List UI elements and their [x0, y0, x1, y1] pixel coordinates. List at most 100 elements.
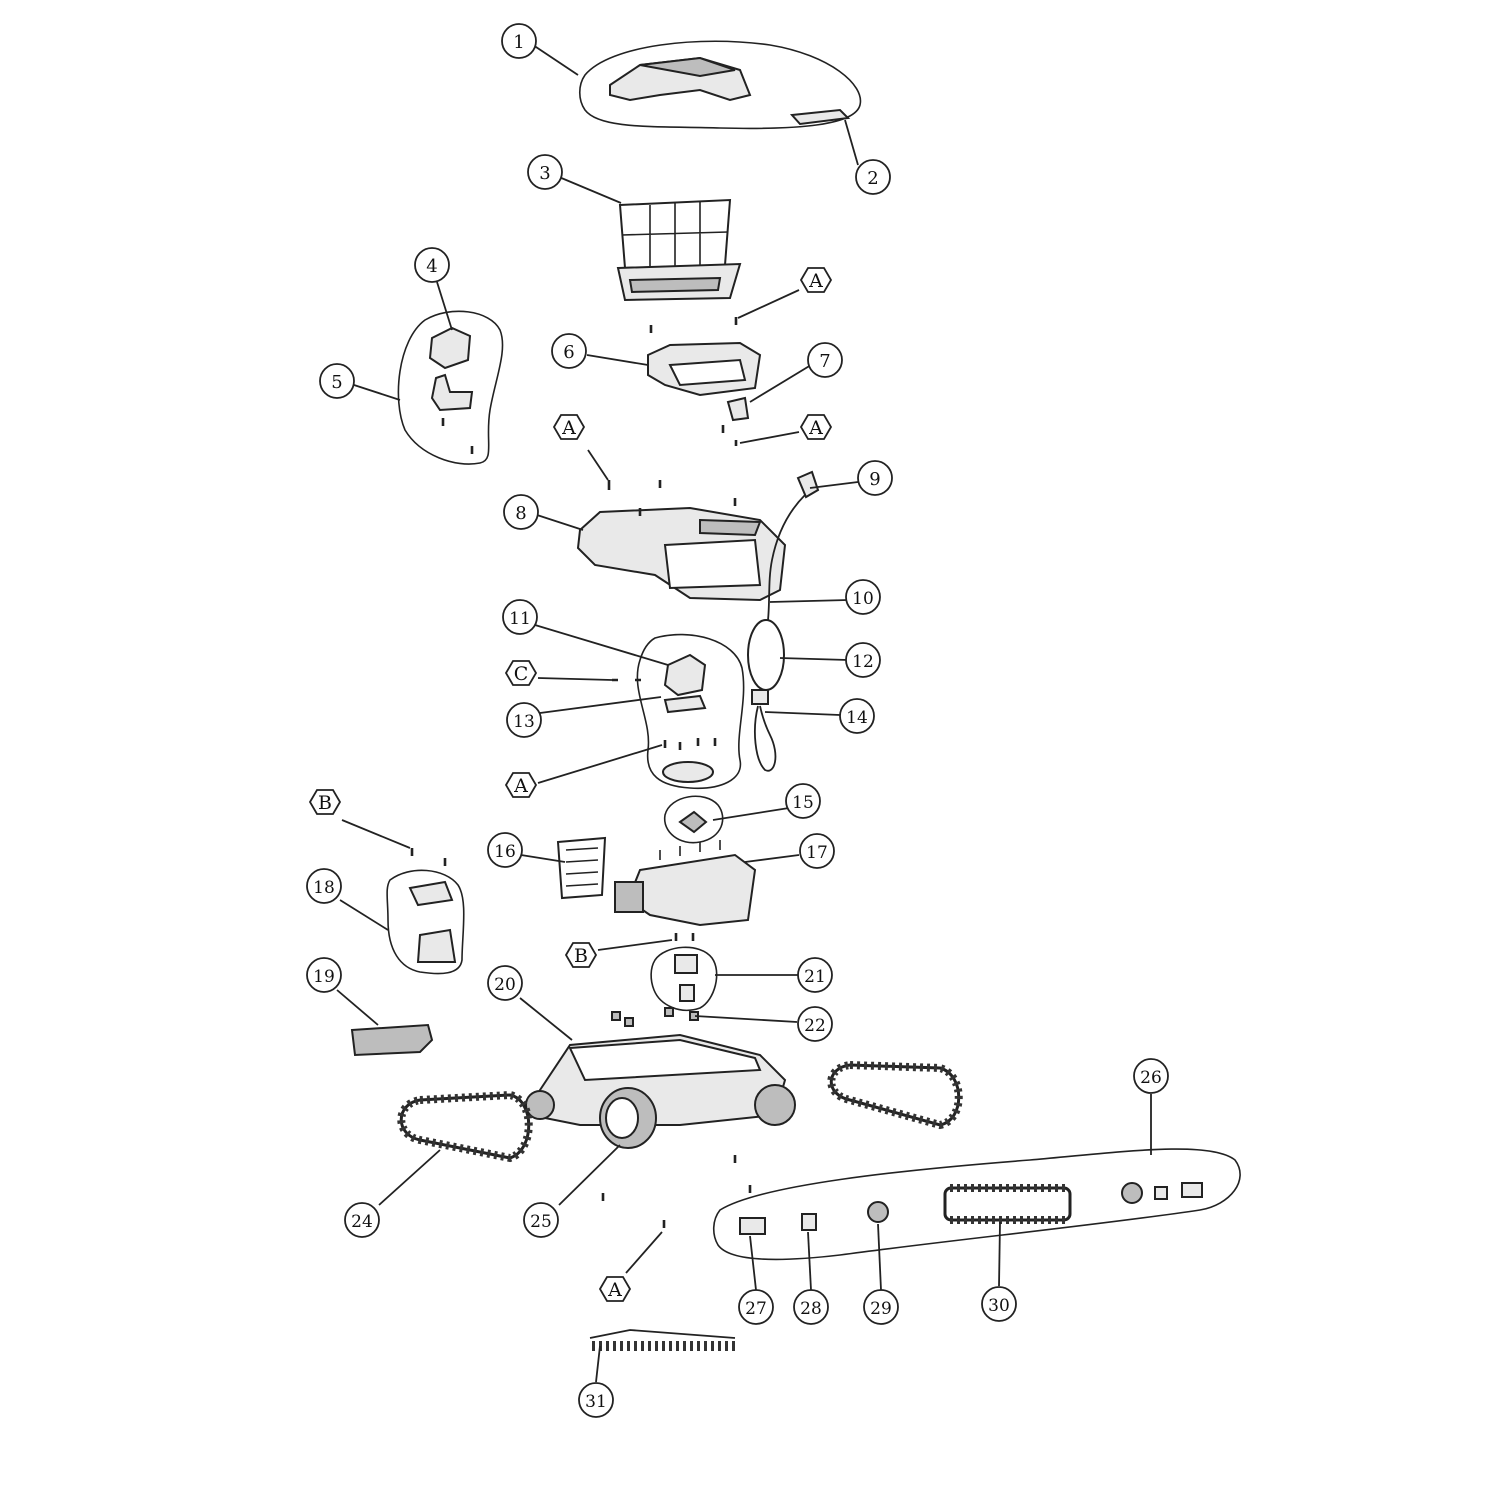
svg-text:C: C	[514, 663, 529, 685]
callout-26: 26	[1133, 1058, 1169, 1094]
svg-text:12: 12	[852, 652, 874, 672]
callout-22: 22	[797, 1006, 833, 1042]
callout-29: 29	[863, 1289, 899, 1325]
svg-text:17: 17	[806, 843, 828, 863]
callout-8: 8	[503, 494, 539, 530]
svg-text:6: 6	[563, 342, 574, 363]
part-brush-end-caps	[1121, 1182, 1203, 1204]
part-track-left	[397, 1090, 533, 1163]
group-outline-26	[712, 1148, 1241, 1261]
part-base-13	[663, 694, 707, 714]
callout-14: 14	[839, 698, 875, 734]
svg-text:27: 27	[745, 1299, 767, 1319]
hardware-tag-B-2: B	[564, 942, 598, 968]
group-outline-4-5	[397, 310, 504, 465]
part-impeller	[678, 810, 708, 834]
callout-17: 17	[799, 833, 835, 869]
hardware-tag-B-1: B	[308, 789, 342, 815]
svg-text:8: 8	[515, 503, 526, 524]
svg-text:30: 30	[988, 1296, 1010, 1316]
part-filter-lid	[647, 341, 762, 397]
callout-25: 25	[523, 1202, 559, 1238]
callout-28: 28	[793, 1289, 829, 1325]
svg-text:13: 13	[513, 712, 535, 732]
svg-text:2: 2	[867, 168, 878, 189]
callout-2: 2	[855, 159, 891, 195]
part-coupling-top	[674, 954, 698, 974]
svg-text:15: 15	[792, 793, 814, 813]
svg-text:1: 1	[513, 32, 524, 53]
callout-13: 13	[506, 702, 542, 738]
svg-text:25: 25	[530, 1212, 552, 1232]
callout-5: 5	[319, 363, 355, 399]
part-filter-basket	[616, 198, 742, 302]
callout-6: 6	[551, 333, 587, 369]
leader-lines	[336, 44, 1152, 1383]
svg-text:5: 5	[331, 372, 342, 393]
part-filter-screen	[556, 836, 607, 900]
part-motor-unit	[614, 840, 757, 927]
svg-text:A: A	[513, 775, 528, 797]
callout-12: 12	[845, 642, 881, 678]
svg-text:A: A	[607, 1279, 622, 1301]
group-outline-11-13	[636, 633, 745, 790]
svg-text:31: 31	[585, 1392, 607, 1412]
hardware-tag-A-3: A	[799, 414, 833, 440]
svg-text:21: 21	[804, 967, 826, 987]
part-axle-27	[739, 1217, 766, 1235]
part-brush-30	[943, 1184, 1072, 1224]
part-gear-29	[867, 1201, 889, 1223]
group-outline-21	[650, 946, 718, 1012]
callout-1: 1	[501, 23, 537, 59]
svg-text:19: 19	[313, 967, 335, 987]
callout-9: 9	[857, 460, 893, 496]
svg-text:16: 16	[494, 842, 516, 862]
part-handle-plate	[350, 1023, 434, 1057]
part-impeller-seat	[662, 761, 714, 783]
svg-text:9: 9	[869, 469, 880, 490]
part-swivel	[751, 689, 777, 772]
hardware-tag-A-2: A	[552, 414, 586, 440]
callout-15: 15	[785, 783, 821, 819]
svg-text:A: A	[808, 270, 823, 292]
part-bracket-18-bottom	[416, 928, 457, 963]
callout-27: 27	[738, 1289, 774, 1325]
callout-31: 31	[578, 1382, 614, 1418]
svg-text:B: B	[318, 792, 332, 814]
part-chassis	[525, 1033, 796, 1126]
svg-text:A: A	[561, 417, 576, 439]
part-latch-4	[428, 326, 472, 370]
svg-text:22: 22	[804, 1016, 826, 1036]
part-cable-float	[747, 619, 785, 691]
part-wheel	[599, 1087, 657, 1149]
svg-text:10: 10	[852, 589, 874, 609]
svg-text:29: 29	[870, 1299, 892, 1319]
callout-3: 3	[527, 154, 563, 190]
svg-text:26: 26	[1140, 1068, 1162, 1088]
svg-text:20: 20	[494, 975, 516, 995]
hardware-tag-A-5: A	[598, 1276, 632, 1302]
part-brush-strip	[589, 1329, 736, 1351]
callout-16: 16	[487, 832, 523, 868]
part-top-cover	[609, 56, 752, 102]
svg-text:A: A	[808, 417, 823, 439]
part-clip-7	[726, 396, 750, 422]
screws	[410, 317, 752, 1228]
group-outline-18	[386, 869, 465, 975]
part-power-cable	[767, 470, 820, 621]
callout-7: 7	[807, 342, 843, 378]
svg-text:3: 3	[539, 163, 550, 184]
part-track-right	[827, 1060, 963, 1130]
hardware-tag-A-1: A	[799, 267, 833, 293]
callout-18: 18	[306, 868, 342, 904]
group-outline-15	[664, 795, 724, 844]
svg-text:4: 4	[426, 256, 437, 277]
svg-text:24: 24	[351, 1212, 373, 1232]
callout-10: 10	[845, 579, 881, 615]
part-latch-bracket-5	[430, 373, 474, 412]
part-coupling-bottom	[679, 984, 695, 1002]
callout-19: 19	[306, 957, 342, 993]
hardware-tag-A-4: A	[504, 772, 538, 798]
hardware-tag-C-1: C	[504, 660, 538, 686]
